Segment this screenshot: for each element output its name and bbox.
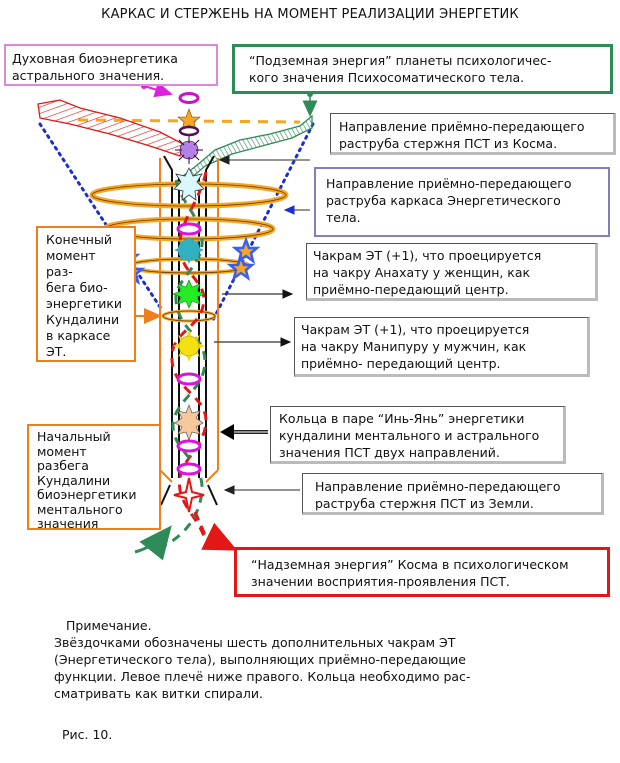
teal-chakra [174,236,204,264]
note-body: Звёздочками обозначены шесть дополнитель… [54,635,471,701]
chakra-column [172,92,206,513]
magenta-ring-chakra-3 [176,439,202,453]
label-chakra-manipura: Чакрам ЭТ (+1), что проецируется на чакр… [294,317,590,377]
label-underground-energy: “Подземная энергия” планеты психологичес… [232,44,613,94]
diagram-title: КАРКАС И СТЕРЖЕНЬ НА МОМЕНТ РЕАЛИЗАЦИИ Э… [101,7,519,22]
label-astral-bioenergy: Духовная биоэнергетика астрального значе… [4,44,218,86]
yellow-sun-chakra [173,330,205,362]
orange-star-chakra [177,108,201,131]
label-overground-energy: “Надземная энергия” Косма в психологичес… [234,547,610,597]
connector-arrows [134,81,318,561]
label-frame-funnel: Направление приёмно-передающего раструба… [314,167,610,237]
magenta-ring-chakra-4 [176,462,202,476]
label-yin-yang-rings: Кольца в паре “Инь-Янь” энергетики кунда… [270,406,566,464]
figure-caption: Рис. 10. [62,727,113,742]
label-earth-funnel: Направление приёмно-передающего раструба… [302,473,604,515]
top-ring-chakra [178,125,200,137]
astral-energy-band [37,99,184,157]
note-heading: Примечание. [66,618,152,633]
green-chakra [172,279,206,309]
magenta-ring-chakra [176,222,202,236]
cosmos-spiral-red [170,171,208,541]
light-cyan-chakra [173,167,205,201]
magenta-ring-chakra-2 [176,372,202,386]
label-chakra-anahata: Чакрам ЭТ (+1), что проецируется на чакр… [306,243,598,301]
red-star-chakra [173,477,205,513]
crown-ring-chakra [178,92,200,104]
earth-spiral-green [154,179,207,552]
purple-chakra [175,136,203,164]
label-final-moment: Конечный момент раз- бега био- энергетик… [36,226,136,362]
label-cosmos-funnel: Направление приёмно-передающего раструба… [330,113,616,155]
label-initial-moment: Начальный момент разбега Кундалини биоэн… [27,424,161,531]
